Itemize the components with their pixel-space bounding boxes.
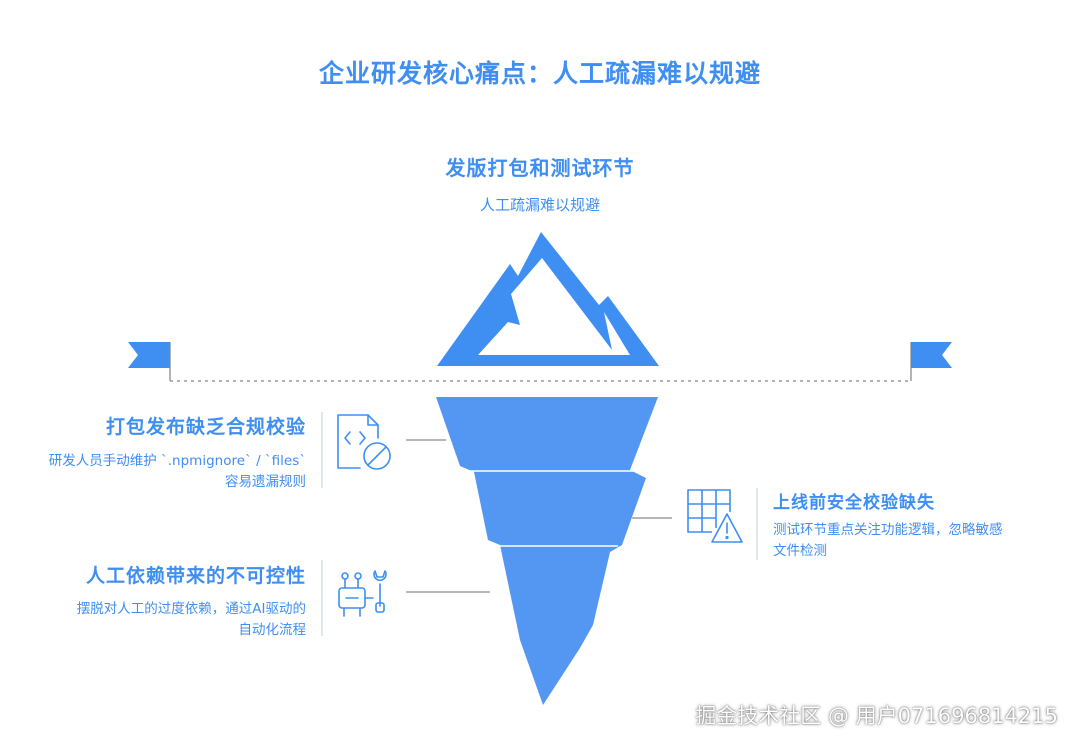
left-item-1-desc-line-2: 容易遗漏规则 xyxy=(225,474,306,490)
iceberg-tip-heading: 发版打包和测试环节 xyxy=(445,156,635,180)
left-item-1-heading: 打包发布缺乏合规校验 xyxy=(105,416,306,438)
robot-wrench-icon xyxy=(338,570,387,617)
left-item-2-desc-line-2: 自动化流程 xyxy=(238,622,307,638)
left-item-2-desc-line-1: 摆脱对人工的过度依赖，通过AI驱动的 xyxy=(76,601,306,617)
grid-warning-icon xyxy=(687,489,743,543)
left-item-2-heading: 人工依赖带来的不可控性 xyxy=(85,565,306,587)
file-code-blocked-icon xyxy=(337,414,391,470)
left-item-1-description: 研发人员手动维护 `.npmignore` / `files` 容易遗漏规则 xyxy=(49,451,306,493)
iceberg-underwater-shape xyxy=(436,397,658,705)
iceberg-tip-subtitle: 人工疏漏难以规避 xyxy=(479,196,600,214)
right-flag-icon xyxy=(910,342,952,381)
right-item-description: 测试环节重点关注功能逻辑，忽略敏感 文件检测 xyxy=(773,520,1003,562)
left-item-2-description: 摆脱对人工的过度依赖，通过AI驱动的 自动化流程 xyxy=(77,599,306,641)
watermark: 掘金技术社区 @ 用户071696814215 xyxy=(695,704,1058,728)
right-item-desc-line-1: 测试环节重点关注功能逻辑，忽略敏感 xyxy=(773,522,1003,538)
left-item-1-desc-line-1: 研发人员手动维护 `.npmignore` / `files` xyxy=(48,453,306,469)
iceberg-tip-shape xyxy=(437,232,659,366)
right-item-heading: 上线前安全校验缺失 xyxy=(773,493,935,513)
diagram-title: 企业研发核心痛点：人工疏漏难以规避 xyxy=(318,59,761,88)
right-item-desc-line-2: 文件检测 xyxy=(773,543,827,559)
left-flag-icon xyxy=(128,342,171,381)
